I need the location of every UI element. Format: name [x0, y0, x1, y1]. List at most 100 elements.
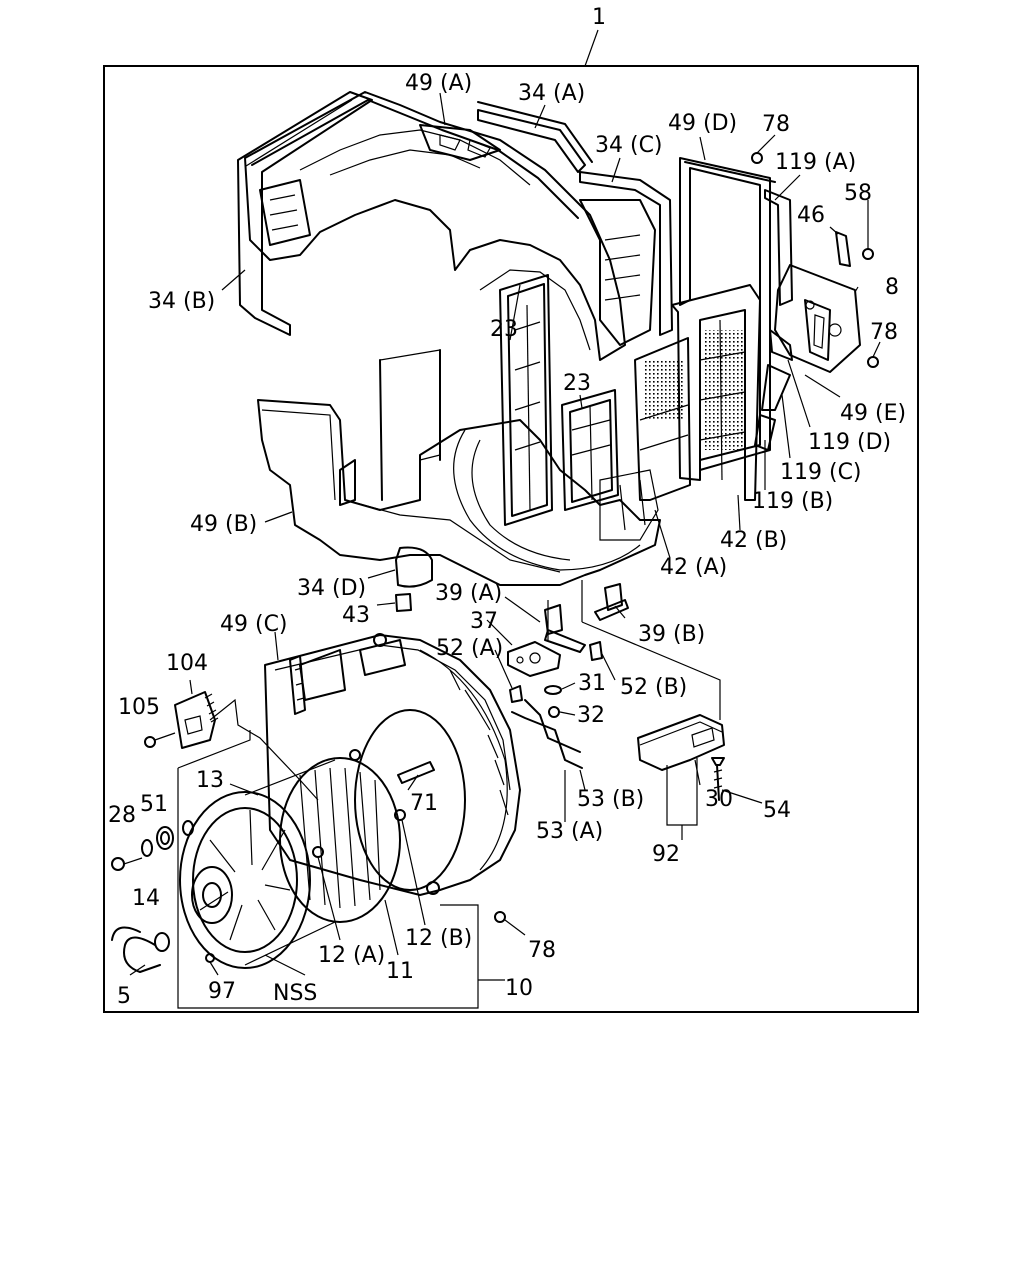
- leader-78-bottom: [504, 919, 526, 936]
- rod-53b: [524, 699, 581, 753]
- callout-53a: 53 (A): [536, 819, 603, 844]
- hose-5: [123, 936, 161, 973]
- callout-34b: 34 (B): [148, 289, 215, 314]
- callout-13: 13: [196, 768, 224, 793]
- harness-wire: [209, 698, 319, 801]
- screw-54: [711, 757, 725, 801]
- callout-43: 43: [342, 603, 370, 628]
- hose-5-end: [154, 932, 170, 952]
- filter-23-right: [561, 389, 619, 511]
- callout-71: 71: [410, 791, 438, 816]
- actuator-30: [637, 714, 725, 771]
- callout-119a: 119 (A): [775, 150, 856, 175]
- callout-12a: 12 (A): [318, 943, 385, 968]
- callout-12b: 12 (B): [405, 926, 472, 951]
- lever-37: [507, 641, 561, 677]
- bolt-78-bottom: [494, 911, 506, 923]
- pin-71: [397, 761, 435, 784]
- seal-119b: [754, 414, 776, 451]
- callout-42a: 42 (A): [660, 555, 727, 580]
- filter-23-left: [499, 274, 553, 526]
- callout-46: 46: [797, 203, 825, 228]
- callout-11: 11: [386, 959, 414, 984]
- clip-43: [395, 593, 412, 612]
- callout-42b: 42 (B): [720, 528, 787, 553]
- callout-23-right: 23: [563, 371, 591, 396]
- washer-31: [544, 685, 562, 695]
- seal-119c: [761, 364, 791, 411]
- washer-28: [141, 839, 153, 857]
- leader-1: [584, 29, 599, 67]
- rod-53a: [511, 711, 583, 769]
- callout-28: 28: [108, 803, 136, 828]
- connector-104: [174, 691, 219, 749]
- callout-30: 30: [705, 787, 733, 812]
- callout-49d: 49 (D): [668, 111, 737, 136]
- callout-39a: 39 (A): [435, 581, 502, 606]
- link-39b: [594, 583, 629, 621]
- callout-92: 92: [652, 842, 680, 867]
- gasket-119a: [764, 189, 793, 306]
- filter-case-49e: [671, 284, 761, 501]
- callout-10: 10: [505, 976, 533, 1001]
- callout-105: 105: [118, 695, 160, 720]
- seal-34c: [579, 171, 673, 336]
- callout-119b: 119 (B): [752, 489, 833, 514]
- callout-52a: 52 (A): [436, 636, 503, 661]
- callout-31: 31: [578, 671, 606, 696]
- screw-14: [111, 857, 125, 871]
- callout-53b: 53 (B): [577, 787, 644, 812]
- leader-14: [123, 857, 143, 865]
- lower-case-49b: [257, 349, 661, 588]
- callout-34d: 34 (D): [297, 576, 366, 601]
- seal-34b: [237, 91, 373, 336]
- callout-78-right: 78: [870, 320, 898, 345]
- callout-49e: 49 (E): [840, 401, 906, 426]
- callout-78-top: 78: [762, 112, 790, 137]
- callout-58: 58: [844, 181, 872, 206]
- link-39a: [544, 604, 586, 653]
- callout-34a: 34 (A): [518, 81, 585, 106]
- actuator-link: [581, 621, 721, 720]
- leader-97: [209, 961, 219, 976]
- bolt-78-right: [867, 341, 881, 368]
- callout-39b: 39 (B): [638, 622, 705, 647]
- callout-5: 5: [117, 984, 131, 1009]
- hose-5-b: [111, 926, 141, 941]
- bolt-78-top: [751, 134, 776, 164]
- bolt-58: [862, 200, 874, 260]
- callout-32: 32: [577, 703, 605, 728]
- part-46: [835, 231, 851, 267]
- screw-105: [144, 732, 176, 748]
- filter-42a: [634, 337, 691, 501]
- bracket-92: [666, 758, 698, 826]
- callout-1: 1: [592, 5, 606, 30]
- blower-case-49c: [264, 633, 521, 896]
- upper-case-49a: [244, 91, 656, 361]
- callout-23-left: 23: [490, 317, 518, 342]
- leader-lines: [129, 92, 859, 976]
- callout-119c: 119 (C): [780, 460, 862, 485]
- seal-119d: [769, 329, 793, 361]
- blower-motor-10: [179, 757, 406, 969]
- cover-8: [774, 264, 861, 373]
- leader-104: [189, 679, 193, 695]
- callout-97: 97: [208, 979, 236, 1004]
- grommet-51: [156, 826, 174, 850]
- callout-51: 51: [140, 792, 168, 817]
- callout-49c: 49 (C): [220, 612, 288, 637]
- callout-52b: 52 (B): [620, 675, 687, 700]
- callout-14: 14: [132, 886, 160, 911]
- grommet-51-inner: [160, 831, 170, 845]
- callout-104: 104: [166, 651, 208, 676]
- callout-49a: 49 (A): [405, 71, 472, 96]
- callout-119d: 119 (D): [808, 430, 891, 455]
- callout-54: 54: [763, 798, 791, 823]
- callout-49b: 49 (B): [190, 512, 257, 537]
- seal-34b-inner: [245, 99, 353, 167]
- nut-32: [548, 706, 560, 718]
- seal-34a: [477, 109, 586, 173]
- clip-52a: [509, 685, 523, 703]
